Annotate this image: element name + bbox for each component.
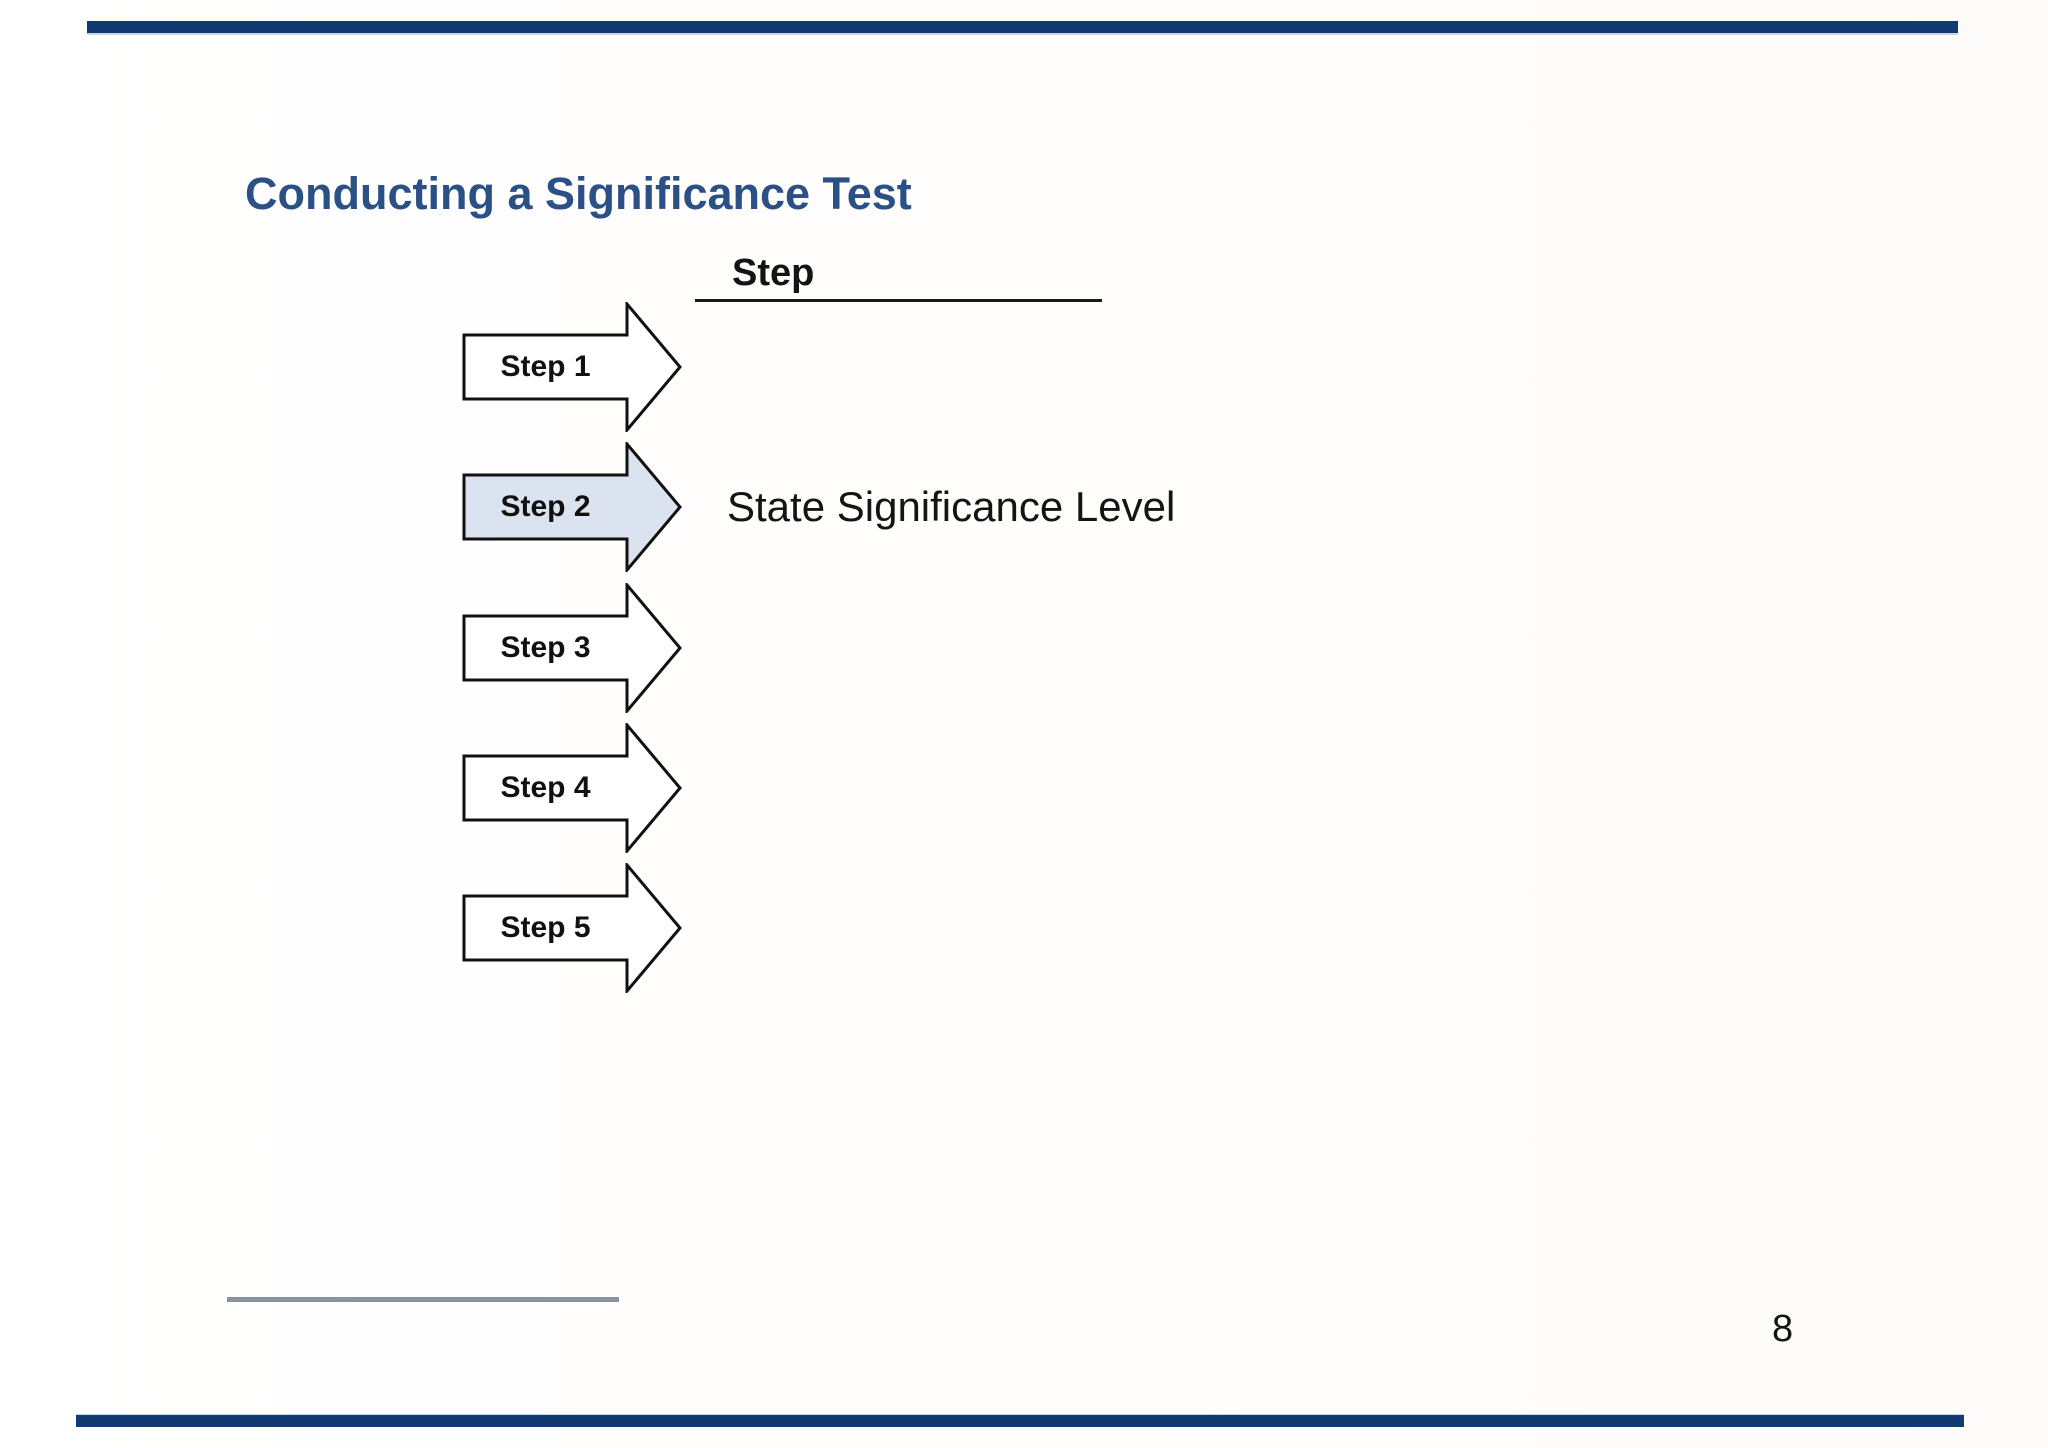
block-arrow-icon bbox=[462, 863, 682, 993]
step-arrow-label: Step 5 bbox=[500, 911, 591, 944]
step-arrow-label: Step 3 bbox=[500, 631, 591, 664]
step-arrow-label: Step 4 bbox=[500, 771, 591, 804]
step-description-3 bbox=[727, 583, 1627, 713]
step-arrow-2: Step 2 bbox=[462, 442, 682, 572]
slide-title: Conducting a Significance Test bbox=[245, 168, 912, 219]
step-column-header: Step bbox=[732, 252, 815, 294]
step-column-header-underline bbox=[695, 299, 1102, 302]
step-arrow-5: Step 5 bbox=[462, 863, 682, 993]
step-description-1 bbox=[727, 302, 1627, 432]
step-description-2: State Significance Level bbox=[727, 483, 1176, 530]
bottom-border-bar bbox=[76, 1414, 1964, 1427]
block-arrow-icon bbox=[462, 583, 682, 713]
step-description-4 bbox=[727, 723, 1627, 853]
block-arrow-icon bbox=[462, 723, 682, 853]
step-arrow-label: Step 2 bbox=[500, 490, 591, 523]
block-arrow-icon bbox=[462, 302, 682, 432]
step-arrow-3: Step 3 bbox=[462, 583, 682, 713]
top-border-bar bbox=[87, 21, 1958, 35]
page-number: 8 bbox=[1772, 1308, 1794, 1350]
step-arrow-4: Step 4 bbox=[462, 723, 682, 853]
block-arrow-icon bbox=[462, 442, 682, 572]
step-description-5 bbox=[727, 863, 1627, 993]
step-arrow-1: Step 1 bbox=[462, 302, 682, 432]
step-arrow-label: Step 1 bbox=[500, 350, 591, 383]
footer-divider-line bbox=[227, 1297, 619, 1302]
